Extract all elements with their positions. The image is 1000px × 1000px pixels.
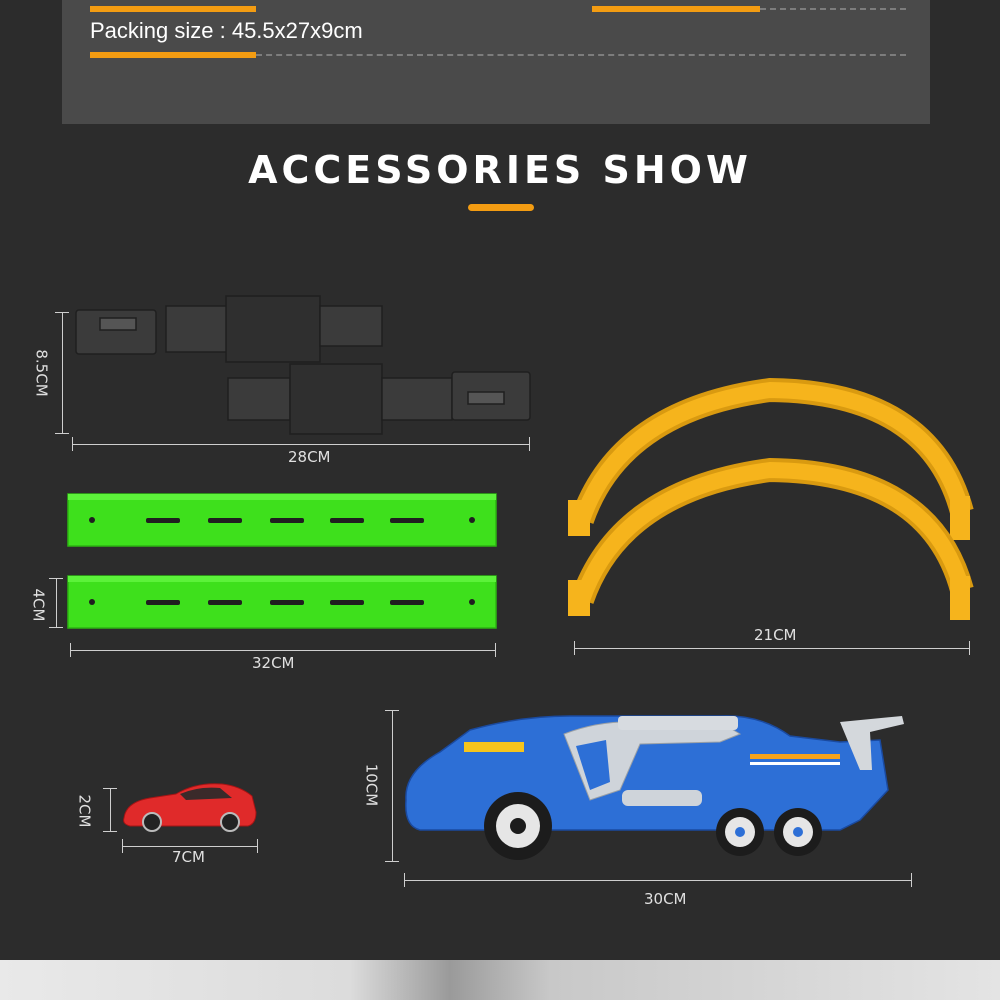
title-underline — [468, 204, 534, 211]
dimension-line-vertical — [49, 578, 63, 628]
yellow-arc-track-width-label: 21CM — [754, 626, 797, 644]
dimension-line-vertical — [55, 312, 69, 434]
launcher-ramp-bottom — [227, 363, 531, 435]
dimension-line-horizontal — [574, 641, 970, 655]
dimension-line-horizontal — [404, 873, 912, 887]
yellow-arc-track-bottom — [568, 457, 974, 620]
dimension-line-vertical — [385, 710, 399, 862]
packing-size-text: Packing size : 45.5x27x9cm — [90, 18, 363, 43]
packing-size-panel: Packing size : 45.5x27x9cm — [62, 0, 930, 124]
dashed-divider — [760, 8, 906, 10]
orange-accent-bar — [90, 6, 256, 12]
dimension-line-vertical — [103, 788, 117, 832]
launcher-ramp-top — [75, 295, 383, 363]
green-track-bottom — [67, 575, 497, 629]
blue-truck-width-label: 30CM — [644, 890, 687, 908]
green-track-top — [67, 493, 497, 547]
dimension-line-horizontal — [72, 437, 530, 451]
blue-truck-height-label: 10CM — [362, 763, 381, 807]
red-car-width-label: 7CM — [172, 848, 205, 866]
next-section-preview — [0, 960, 1000, 1000]
section-title: ACCESSORIES SHOW — [248, 148, 752, 192]
yellow-arc-track-top — [568, 377, 974, 540]
orange-accent-bar — [592, 6, 760, 12]
red-car — [123, 783, 257, 832]
dimension-line-horizontal — [122, 839, 258, 853]
blue-launcher-truck — [405, 715, 904, 860]
dashed-divider — [256, 54, 906, 56]
orange-accent-bar — [90, 52, 256, 58]
launcher-ramp-width-label: 28CM — [288, 448, 331, 466]
green-track-width-label: 32CM — [252, 654, 295, 672]
dimension-line-horizontal — [70, 643, 496, 657]
